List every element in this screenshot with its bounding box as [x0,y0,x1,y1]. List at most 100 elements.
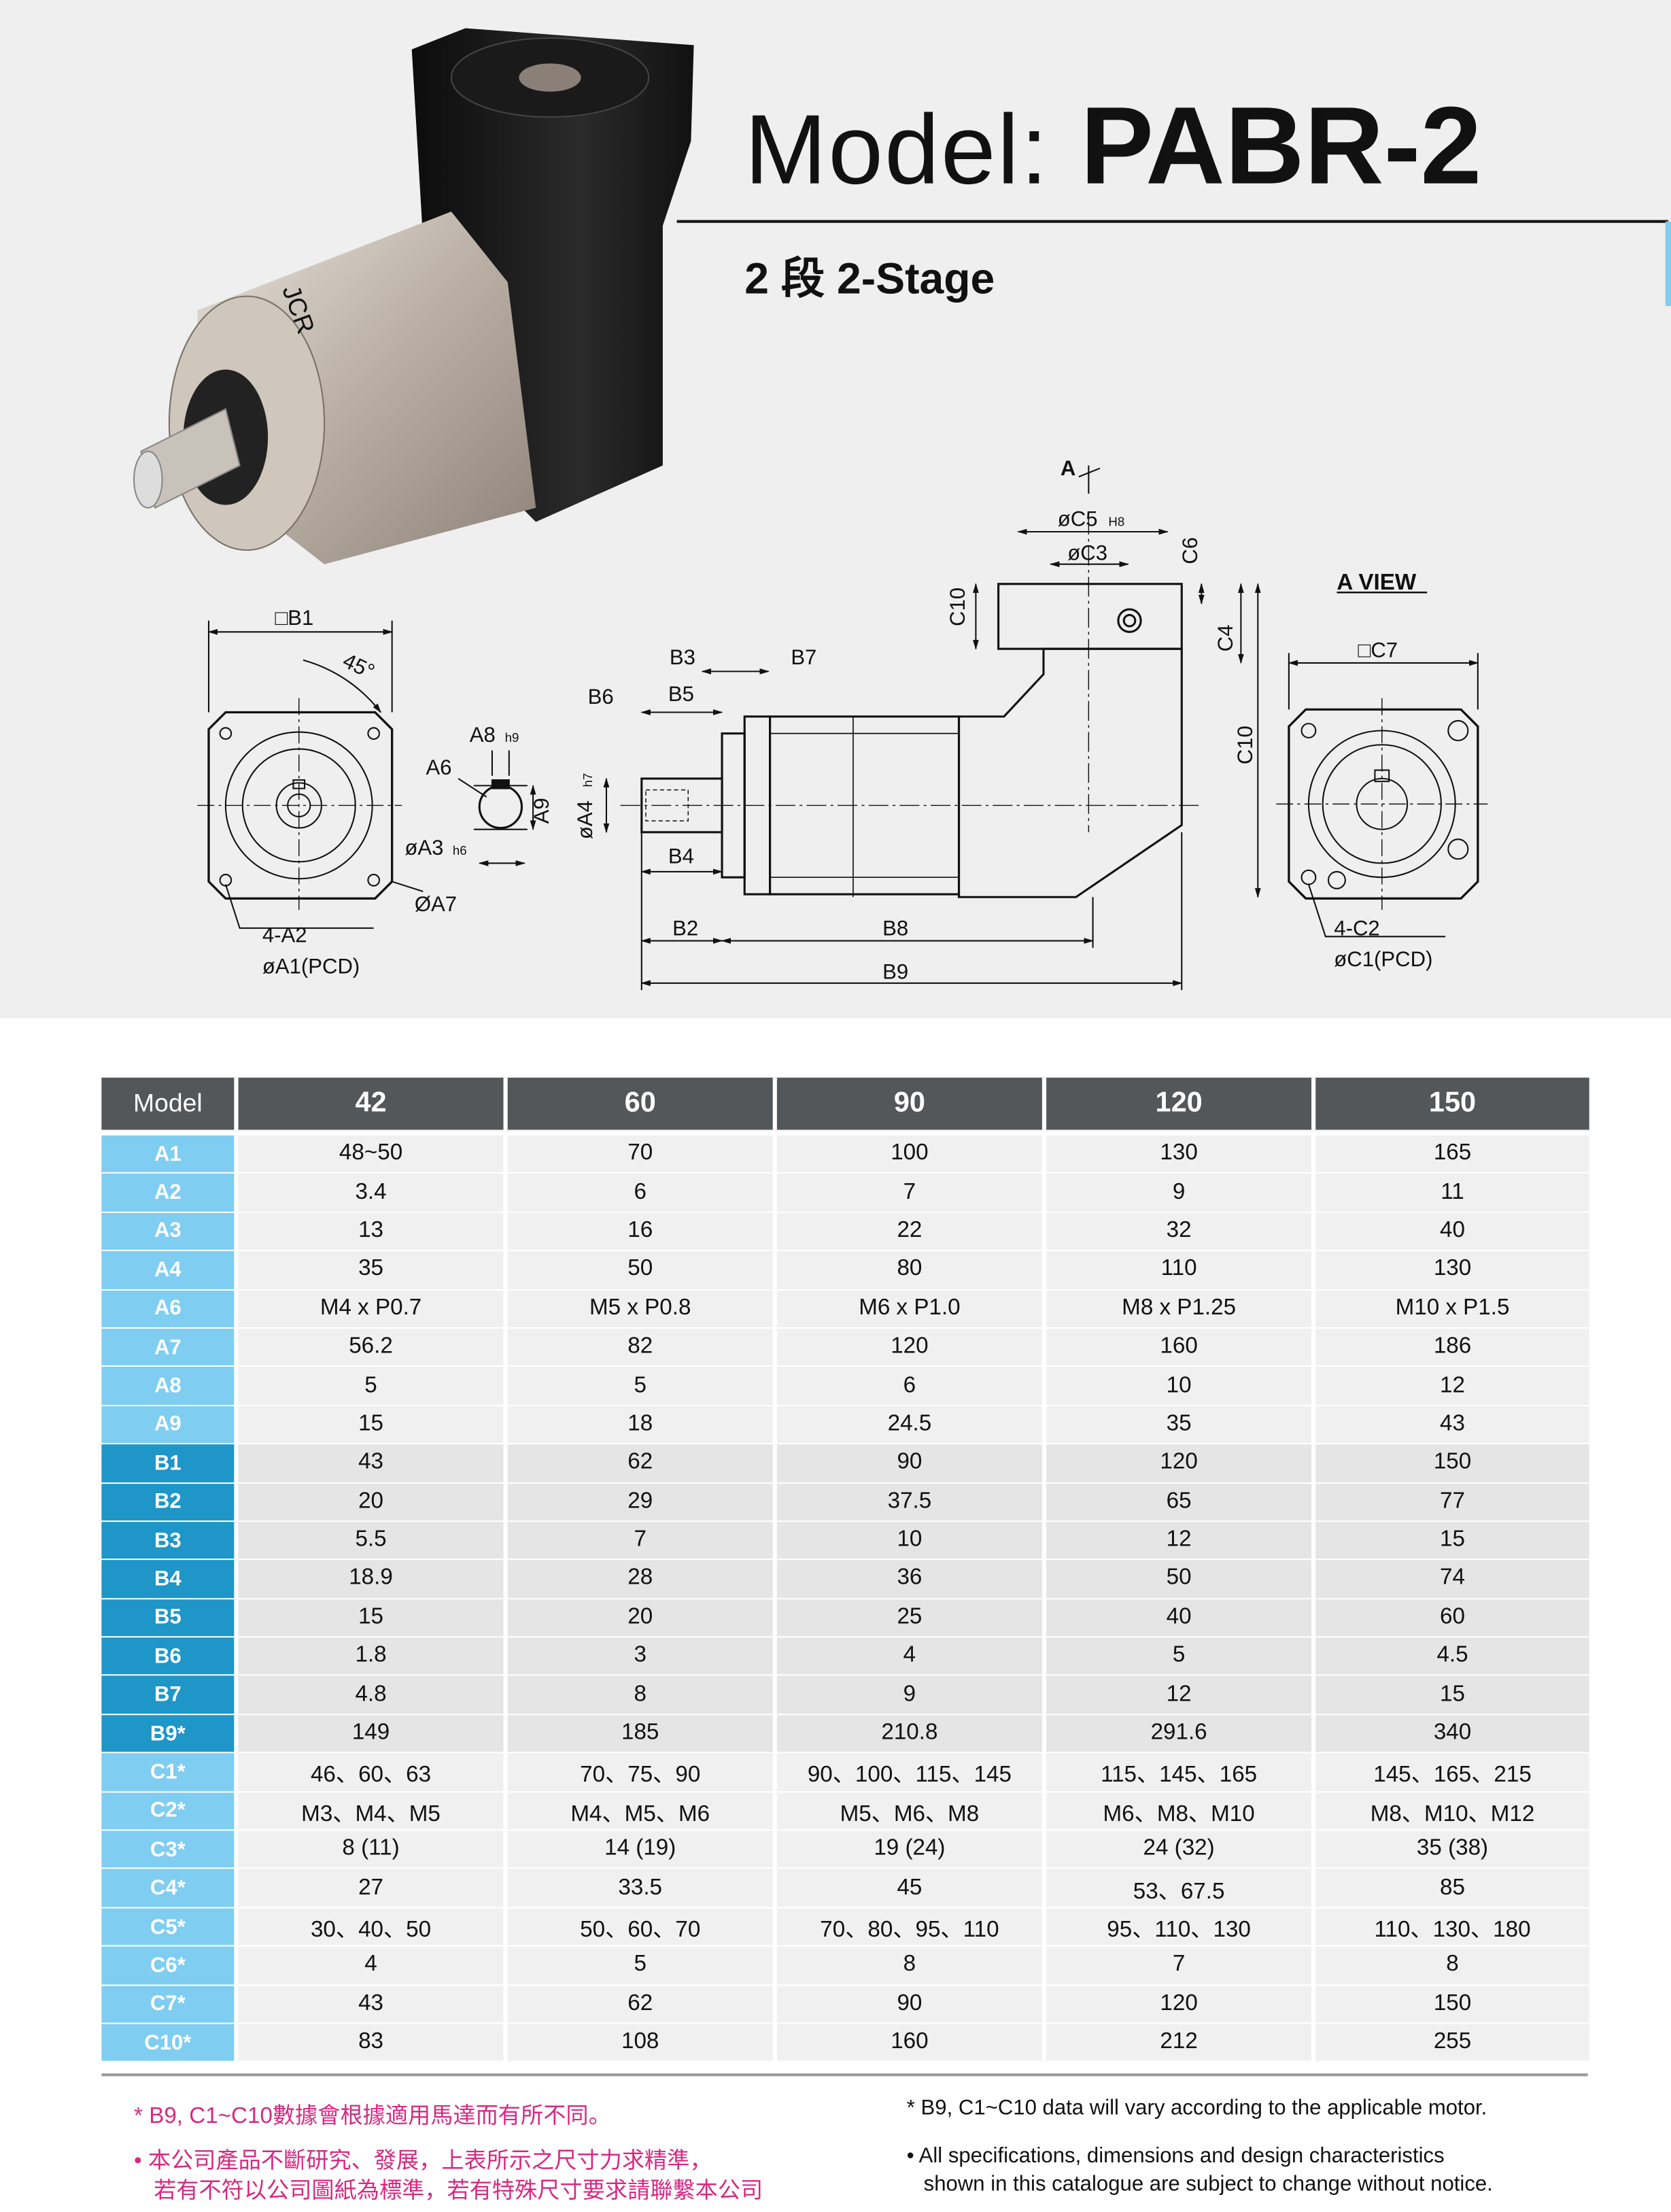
table-cell: 12 [1315,1367,1589,1406]
table-row: C3*8 (11)14 (19)19 (24)24 (32)35 (38) [101,1831,1589,1870]
table-cell: 13 [238,1212,508,1252]
stage-subtitle: 2 段 2-Stage [744,254,995,303]
table-cell: 70、80、95、110 [776,1908,1047,1947]
label-c3: øC3 [1067,541,1107,564]
label-c1: øC1(PCD) [1334,947,1432,971]
table-cell: 7 [776,1174,1047,1213]
row-label: A3 [101,1212,239,1252]
label-a8-tolerance: h9 [505,730,519,745]
table-cell: 40 [1046,1599,1316,1638]
table-cell: 185 [507,1715,777,1754]
table-cell: 130 [1315,1251,1589,1291]
shaft-section [458,750,536,866]
table-cell: 60 [1315,1599,1589,1638]
label-c10-top: C10 [946,588,969,626]
label-c5: øC5 [1058,507,1098,531]
table-cell: 291.6 [1046,1715,1316,1754]
table-cell: 7 [507,1521,777,1561]
table-cell: M4、M5、M6 [507,1792,777,1831]
table-cell: 43 [238,1985,508,2024]
table-cell: 145、165、215 [1315,1753,1589,1792]
dimension-drawings: □B1 45° 4-A2 øA1(PCD) ØA7 A8 h9 A6 A9 øA… [197,456,1488,991]
row-label: B1 [101,1444,239,1484]
label-a4-tolerance: h7 [581,773,595,787]
table-cell: 110 [1046,1251,1316,1291]
model-title: Model:PABR-2 [744,82,1481,210]
row-label: C4* [101,1869,239,1909]
row-label: C7* [101,1985,239,2024]
label-a1: øA1(PCD) [262,954,360,978]
table-cell: 4.8 [238,1676,508,1716]
table-cell: 14 (19) [507,1831,777,1870]
table-cell: 15 [238,1599,508,1638]
table-cell: 77 [1315,1483,1589,1522]
row-label: A6 [101,1290,239,1329]
note-zh-spec-1: • 本公司產品不斷研究、發展，上表所示之尺寸力求精準， [134,2149,712,2174]
table-cell: 165 [1315,1135,1589,1174]
table-cell: 40 [1315,1212,1589,1252]
column-header: 60 [507,1077,777,1131]
table-cell: 32 [1046,1212,1316,1252]
label-a8: A8 [470,723,496,747]
label-a2: 4-A2 [262,923,307,947]
table-cell: 35 [238,1251,508,1291]
table-cell: 149 [238,1715,508,1754]
table-cell: M5 x P0.8 [507,1290,777,1329]
table-cell: 22 [776,1212,1047,1252]
table-cell: 48~50 [238,1135,508,1174]
table-cell: 12 [1046,1676,1316,1716]
column-header: 150 [1315,1077,1589,1131]
table-cell: 50 [507,1251,777,1291]
table-cell: 4.5 [1315,1637,1589,1677]
table-cell: 10 [1046,1367,1316,1406]
label-c6: C6 [1178,537,1202,564]
table-cell: M6、M8、M10 [1046,1792,1316,1831]
table-cell: 83 [238,2024,508,2063]
table-cell: 9 [776,1676,1047,1716]
label-b1: □B1 [275,606,313,630]
table-cell: 255 [1315,2024,1589,2063]
table-cell: M6 x P1.0 [776,1290,1047,1329]
table-cell: 95、110、130 [1046,1908,1316,1947]
table-cell: M3、M4、M5 [238,1792,508,1831]
row-label: A7 [101,1328,239,1367]
table-cell: 115、145、165 [1046,1753,1316,1792]
table-cell: 50 [1046,1560,1316,1599]
table-cell: 6 [776,1367,1047,1406]
table-cell: 29 [507,1483,777,1522]
table-cell: 4 [776,1637,1047,1677]
table-cell: 46、60、63 [238,1753,508,1792]
label-b3: B3 [670,645,695,669]
table-cell: 33.5 [507,1869,777,1909]
row-label: C1* [101,1753,239,1792]
table-cell: 186 [1315,1328,1589,1367]
label-b9: B9 [882,960,908,984]
table-cell: 15 [1315,1676,1589,1716]
row-label: C6* [101,1946,239,1986]
row-label: A8 [101,1367,239,1406]
table-cell: 108 [507,2024,777,2063]
table-cell: 35 (38) [1315,1831,1589,1870]
label-b7: B7 [791,645,816,669]
label-b8: B8 [882,916,908,940]
label-c10-side: C10 [1233,726,1257,764]
table-cell: 150 [1315,1444,1589,1484]
label-b4: B4 [668,844,694,868]
table-cell: 6 [507,1174,777,1213]
table-cell: 35 [1046,1406,1316,1445]
table-cell: M8 x P1.25 [1046,1290,1316,1329]
table-cell: 340 [1315,1715,1589,1754]
table-cell: 62 [507,1985,777,2024]
label-b2: B2 [672,916,698,940]
